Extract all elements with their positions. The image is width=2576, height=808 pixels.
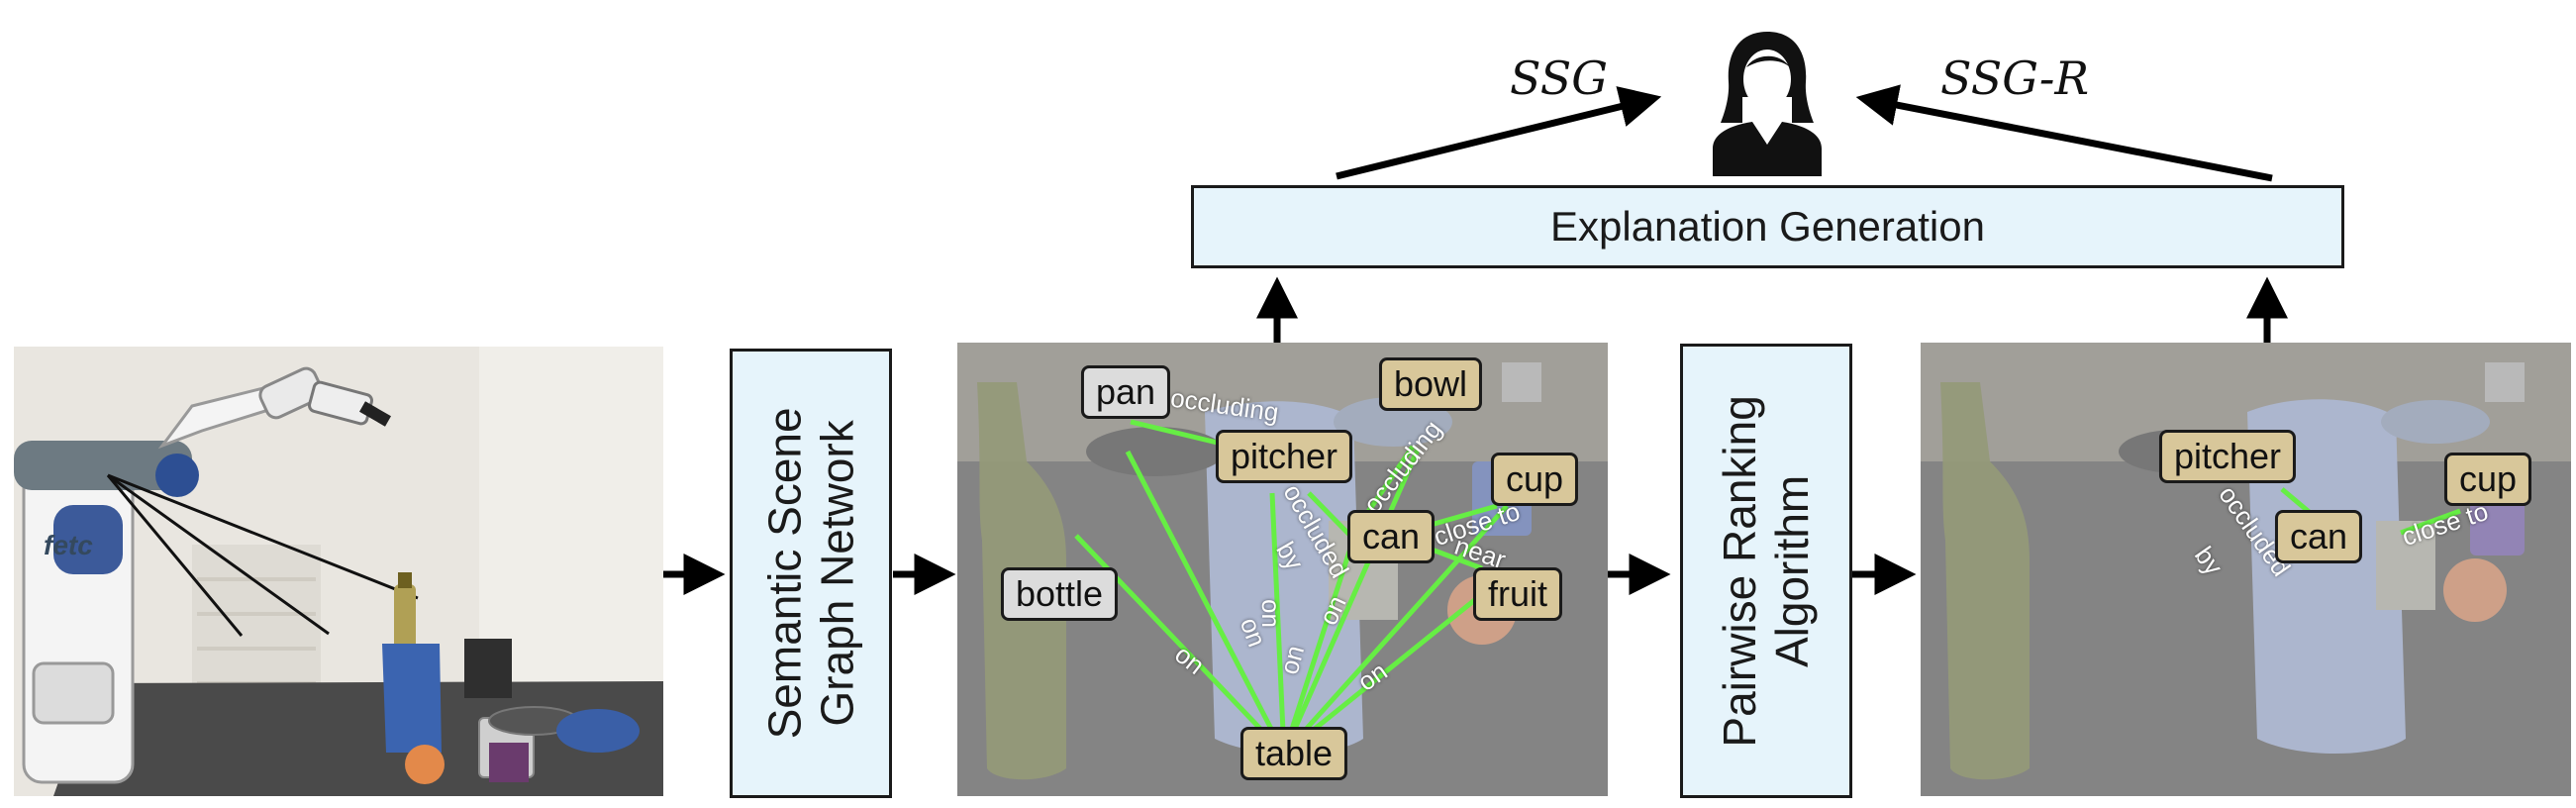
ranked-scene-graph-photo: occluded by close to pitcher can cup: [1921, 343, 2571, 796]
arrow-ssgr-to-user: [1855, 84, 2273, 182]
node-cup: cup: [1490, 453, 1579, 506]
pra-label-line1: Pairwise Ranking: [1714, 394, 1766, 748]
edge-can-pitcher: [1307, 491, 1355, 541]
edge-table-cup: [1282, 504, 1509, 756]
sgn-label-line1: Semantic Scene: [758, 407, 811, 740]
edge-table-fruit: [1282, 588, 1489, 756]
edge-table-pitcher: [1269, 492, 1287, 755]
edge-can-bowl: [1360, 445, 1416, 521]
node-pitcher: pitcher: [1215, 430, 1353, 483]
node-bowl: bowl: [1378, 357, 1483, 411]
sgn-label-line2: Graph Network: [811, 420, 862, 727]
arrow-ssg-to-user: [1336, 86, 1662, 180]
pra-label-line2: Algorithm: [1766, 474, 1819, 667]
node-bottle: bottle: [1000, 567, 1119, 621]
edge-label-on-pitcher: on: [1255, 599, 1286, 628]
node-fruit: fruit: [1472, 567, 1563, 621]
edge-table-pan: [1125, 450, 1287, 756]
explanation-generation-label: Explanation Generation: [1550, 203, 1985, 250]
ssg-label: SSG: [1510, 51, 1608, 105]
ranked-node-can: can: [2274, 510, 2363, 563]
node-pan: pan: [1080, 365, 1171, 419]
robot-arm-icon: [14, 366, 391, 784]
full-scene-graph-photo: occluding occluding close to near occlud…: [957, 343, 1608, 796]
semantic-scene-graph-network-box: Semantic Scene Graph Network: [730, 349, 892, 798]
explanation-generation-box: Explanation Generation: [1191, 185, 2344, 268]
ranked-edge-can-cup: [2400, 508, 2461, 536]
edge-table-can: [1281, 523, 1361, 755]
robot-photo: fetc: [14, 347, 663, 796]
node-can: can: [1346, 510, 1436, 563]
ranked-node-pitcher: pitcher: [2158, 430, 2297, 483]
ranked-node-cup: cup: [2443, 453, 2532, 506]
node-table: table: [1239, 727, 1348, 780]
edge-table-bowl: [1281, 448, 1421, 756]
pairwise-ranking-algorithm-box: Pairwise Ranking Algorithm: [1680, 344, 1852, 798]
robot-brand-text: fetc: [44, 530, 93, 560]
ssgr-label: SSG-R: [1940, 51, 2089, 105]
person-icon: [1713, 32, 1822, 176]
